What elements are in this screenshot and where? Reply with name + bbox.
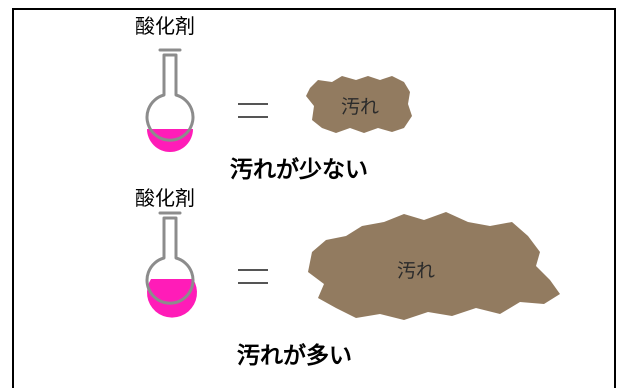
caption-much-dirt: 汚れが多い: [237, 343, 352, 369]
dirt-label: 汚れ: [341, 96, 380, 118]
reagent-label: 酸化剤: [135, 186, 195, 210]
diagram-frame: [12, 8, 616, 388]
flask-icon: [145, 211, 198, 318]
equals-sign: [238, 103, 268, 118]
equals-sign: [238, 269, 268, 284]
dirt-blob-small: [306, 76, 412, 133]
dirt-label: 汚れ: [397, 260, 436, 282]
reagent-label: 酸化剤: [135, 14, 195, 38]
flask-liquid-high: [147, 279, 198, 318]
flask-icon: [145, 48, 195, 152]
caption-little-dirt: 汚れが少ない: [230, 157, 368, 183]
dirt-blob-large: [308, 212, 560, 320]
flask-outline: [145, 216, 195, 305]
flask-outline: [145, 53, 195, 142]
illustration-canvas: [145, 48, 560, 320]
